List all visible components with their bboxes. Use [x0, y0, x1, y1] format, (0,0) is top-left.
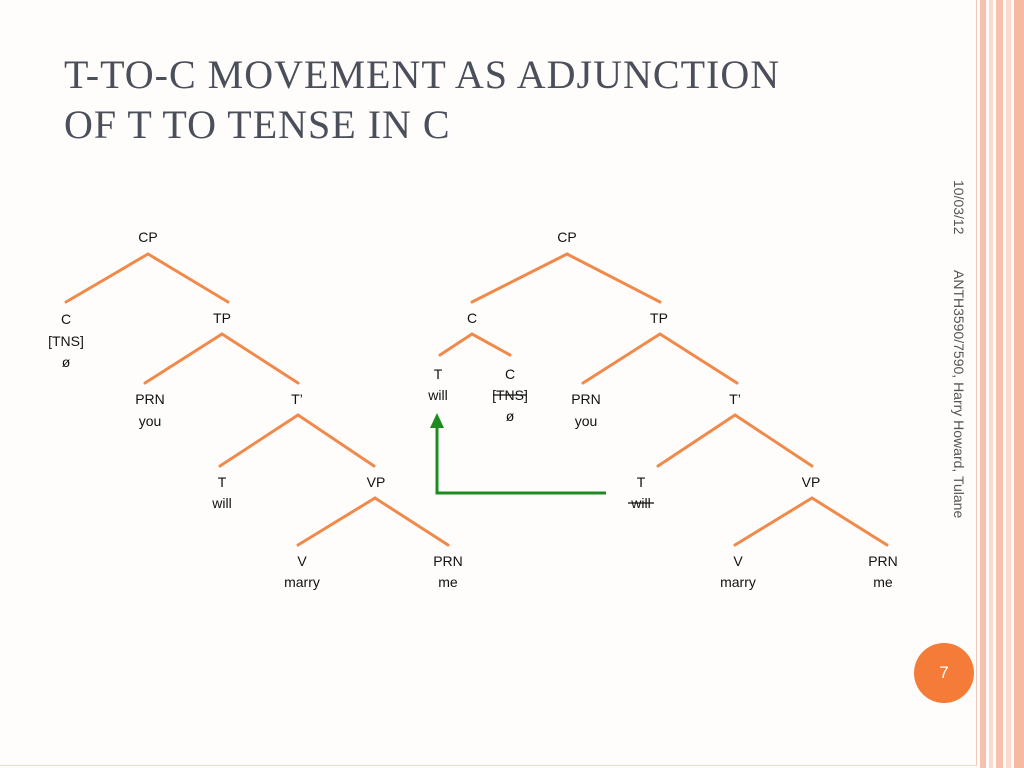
branch-line [565, 252, 662, 304]
branch-line [296, 413, 376, 468]
decor-stripe [980, 0, 986, 768]
word-subject: you [139, 413, 162, 429]
word-object: me [873, 574, 893, 590]
node-prn-subject: PRN [571, 391, 601, 407]
left-tree-labels: CP C [TNS] ø TP PRN you T’ T will VP V m… [48, 229, 463, 590]
decor-stripe [1014, 0, 1024, 768]
left-tree-branches [64, 252, 450, 547]
node-t: T [218, 474, 227, 490]
node-prn-object: PRN [433, 553, 463, 569]
branch-line [658, 332, 739, 385]
node-c-inner: C [505, 366, 515, 382]
branch-line [656, 413, 737, 468]
branch-line [143, 332, 224, 385]
node-c-null: ø [506, 408, 515, 424]
slide-title: T-TO-C MOVEMENT AS ADJUNCTION OF T TO TE… [64, 50, 924, 150]
word-subject: you [575, 413, 598, 429]
page-number-badge: 7 [914, 643, 974, 703]
decor-stripe [989, 0, 993, 768]
node-prn-subject: PRN [135, 391, 165, 407]
node-c-null: ø [62, 354, 71, 370]
branch-line [470, 332, 512, 357]
title-line: OF T TO TENSE IN C [64, 102, 451, 147]
word-verb: marry [720, 574, 756, 590]
node-c: C [61, 311, 71, 327]
movement-arrowhead [430, 413, 444, 428]
right-tree-branches [438, 252, 889, 547]
node-vp: VP [802, 474, 821, 490]
node-vp: VP [367, 474, 386, 490]
branch-line [218, 413, 300, 468]
branch-line [733, 496, 814, 547]
node-v: V [297, 553, 307, 569]
branch-line [296, 496, 377, 547]
branch-line [64, 252, 150, 304]
node-prn-object: PRN [868, 553, 898, 569]
node-moved-t: T [434, 366, 443, 382]
node-t: T [637, 474, 646, 490]
word-object: me [438, 574, 458, 590]
branch-line [810, 496, 889, 547]
node-c-feature: [TNS] [48, 333, 84, 349]
decor-stripe [1006, 0, 1011, 768]
node-c: C [467, 310, 477, 326]
branch-line [438, 332, 474, 357]
slide-frame [0, 0, 977, 766]
title-line: T-TO-C MOVEMENT AS ADJUNCTION [64, 52, 781, 97]
movement-arrow-path [435, 425, 606, 495]
word-t: will [211, 495, 231, 511]
node-tp: TP [650, 310, 668, 326]
node-t-bar: T’ [291, 391, 303, 407]
word-moved-t: will [427, 387, 447, 403]
branch-line [470, 252, 569, 304]
branch-line [733, 413, 814, 468]
slide-footer: ANTH3590/7590, Harry Howard, Tulane [951, 270, 967, 519]
node-tp: TP [213, 310, 231, 326]
node-t-bar: T’ [729, 391, 741, 407]
slide-date: 10/03/12 [951, 180, 967, 235]
branch-line [220, 332, 300, 385]
branch-line [373, 496, 450, 547]
node-cp: CP [138, 229, 157, 245]
branch-line [581, 332, 662, 385]
movement-arrow [430, 413, 606, 495]
page-number: 7 [939, 663, 949, 682]
branch-line [146, 252, 230, 304]
right-tree-labels: CP C T will C [TNS] ø TP PRN you T’ T wi… [427, 229, 898, 590]
node-v: V [733, 553, 743, 569]
word-verb: marry [284, 574, 320, 590]
decor-stripe [996, 0, 1003, 768]
node-cp: CP [557, 229, 576, 245]
